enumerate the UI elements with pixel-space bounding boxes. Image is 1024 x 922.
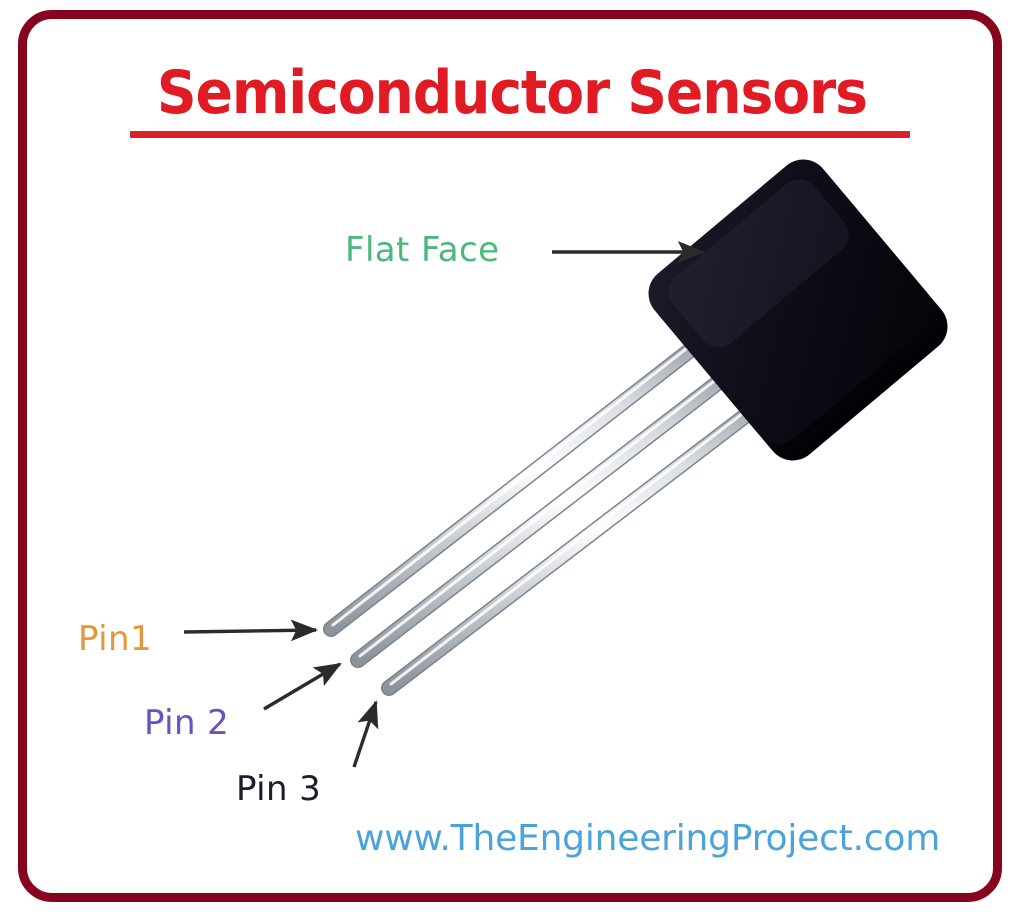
website-watermark: www.TheEngineeringProject.com — [355, 818, 941, 859]
callout-label-flat-face: Flat Face — [345, 230, 500, 270]
callout-label-pin-1: Pin1 — [78, 619, 152, 659]
callout-label-pin-2: Pin 2 — [144, 703, 230, 743]
callout-label-pin-3: Pin 3 — [236, 769, 322, 809]
rounded-border-frame — [18, 10, 1002, 902]
page-title: Semiconductor Sensors — [0, 58, 1024, 128]
page-title-text: Semiconductor Sensors — [156, 58, 868, 128]
title-underline — [130, 131, 910, 138]
